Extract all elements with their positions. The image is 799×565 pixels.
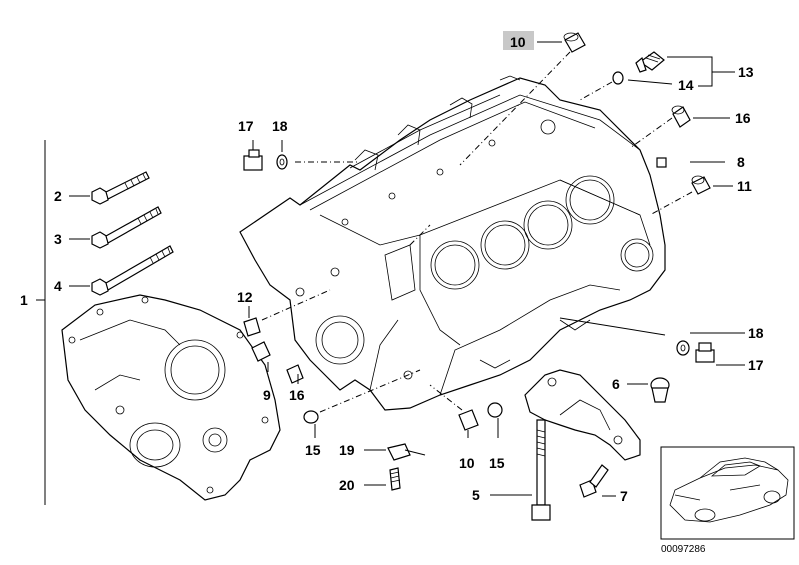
washer-18-right [676,340,690,356]
callout-11: 11 [737,178,752,194]
washer-18-top [276,154,288,170]
bolt-5 [531,419,551,521]
callout-10-bottom: 10 [459,455,475,471]
plug-15-bottom [487,402,503,418]
plug-15-left [303,410,319,424]
callout-9: 9 [263,387,271,403]
callout-15-bottom: 15 [489,455,505,471]
plug-17-top [243,149,263,171]
callout-20: 20 [339,477,355,493]
callout-8: 8 [737,154,745,170]
sleeve-10-bottom [458,409,479,431]
diagram-code: 00097286 [661,544,706,555]
callout-labels: 10 13 14 16 8 11 17 18 2 3 4 1 12 9 16 1… [20,34,764,504]
bolt-2 [91,171,150,205]
sleeve-9 [251,341,271,362]
callout-10-top: 10 [510,34,526,50]
car-thumbnail [660,446,795,540]
sleeve-8 [656,157,667,168]
timing-cover [61,294,281,501]
callout-17-top: 17 [238,118,254,134]
callout-7: 7 [620,488,628,504]
callout-5: 5 [472,487,480,503]
sleeve-11 [691,175,711,195]
callout-2: 2 [54,188,62,204]
callout-16-right: 16 [735,110,751,126]
callout-14: 14 [678,77,694,93]
bolt-20 [389,467,401,491]
callout-4: 4 [54,278,62,294]
bearing-cap [524,369,641,461]
plug-12 [243,317,261,337]
bolt-7 [579,464,609,498]
highlight-box [503,31,534,50]
callout-19: 19 [339,442,355,458]
engine-block [239,75,666,411]
bolt-3 [91,206,162,249]
callout-18-top: 18 [272,118,288,134]
callout-3: 3 [54,231,62,247]
callout-17-right: 17 [748,357,764,373]
plug-16-right [671,105,691,128]
plug-17-right [695,342,715,363]
callout-1: 1 [20,292,28,308]
callout-12: 12 [237,289,253,305]
leader-lines [36,41,745,505]
callout-18-right: 18 [748,325,764,341]
bolt-4 [91,245,174,296]
plug-13 [635,51,665,73]
callout-15-left: 15 [305,442,321,458]
callout-6: 6 [612,376,620,392]
washer-14 [612,71,624,85]
plug-6 [650,377,670,403]
plug-16-left [286,364,304,384]
sleeve-10-top [563,32,586,53]
clip-19 [387,443,426,461]
callout-13: 13 [738,64,754,80]
callout-16-left: 16 [289,387,305,403]
